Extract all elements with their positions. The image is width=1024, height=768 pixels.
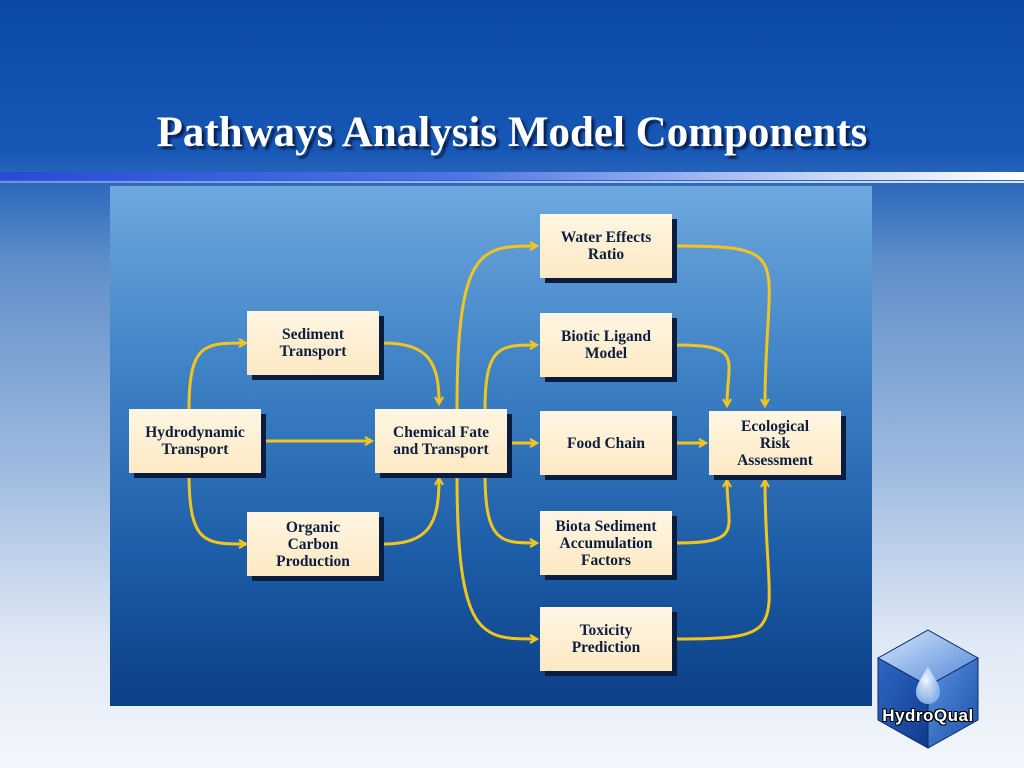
node-label: Food Chain <box>567 434 645 452</box>
node-label: Toxicity Prediction <box>571 622 641 656</box>
node-biotic-ligand-model: Biotic Ligand Model <box>540 313 672 377</box>
node-food-chain: Food Chain <box>540 411 672 475</box>
hydroqual-cube-logo-icon <box>876 629 980 749</box>
node-label: Biota Sediment Accumulation Factors <box>555 517 657 569</box>
arrow-chem-to-toxicity <box>455 471 536 639</box>
arrow-water-to-eco <box>674 244 771 405</box>
node-label: Sediment Transport <box>279 326 347 360</box>
node-hydrodynamic-transport: Hydrodynamic Transport <box>129 409 261 473</box>
arrow-hydro-to-organic <box>187 471 245 544</box>
node-biota-sediment-accumulation-factors: Biota Sediment Accumulation Factors <box>540 511 672 575</box>
arrow-chem-to-water <box>455 246 536 411</box>
node-chemical-fate-and-transport: Chemical Fate and Transport <box>375 409 507 473</box>
node-label: Chemical Fate and Transport <box>393 424 489 458</box>
node-label: Organic Carbon Production <box>276 518 350 570</box>
node-label: Hydrodynamic Transport <box>145 424 245 458</box>
node-label: Ecological Risk Assessment <box>737 417 813 469</box>
arrow-chem-to-biotic <box>483 345 536 411</box>
node-label: Water Effects Ratio <box>560 229 652 263</box>
arrow-biotic-to-eco <box>674 343 729 405</box>
hydroqual-logo-text: HydroQual <box>882 706 974 725</box>
title-divider <box>0 172 1024 180</box>
arrow-organic-to-chem <box>381 479 439 546</box>
arrow-biota-to-eco <box>674 481 729 545</box>
arrow-toxicity-to-eco <box>674 481 771 641</box>
diagram-arrows <box>187 186 771 706</box>
node-water-effects-ratio: Water Effects Ratio <box>540 214 672 278</box>
arrow-hydro-to-sediment <box>187 343 245 411</box>
title-divider-thin <box>0 181 1024 183</box>
node-organic-carbon-production: Organic Carbon Production <box>247 512 379 576</box>
node-ecological-risk-assessment: Ecological Risk Assessment <box>709 411 841 475</box>
slide-title: Pathways Analysis Model Components <box>156 109 868 156</box>
arrow-chem-to-biota <box>483 471 536 543</box>
arrow-sediment-to-chem <box>381 341 439 403</box>
node-label: Biotic Ligand Model <box>560 328 651 362</box>
node-sediment-transport: Sediment Transport <box>247 311 379 375</box>
node-toxicity-prediction: Toxicity Prediction <box>540 607 672 671</box>
